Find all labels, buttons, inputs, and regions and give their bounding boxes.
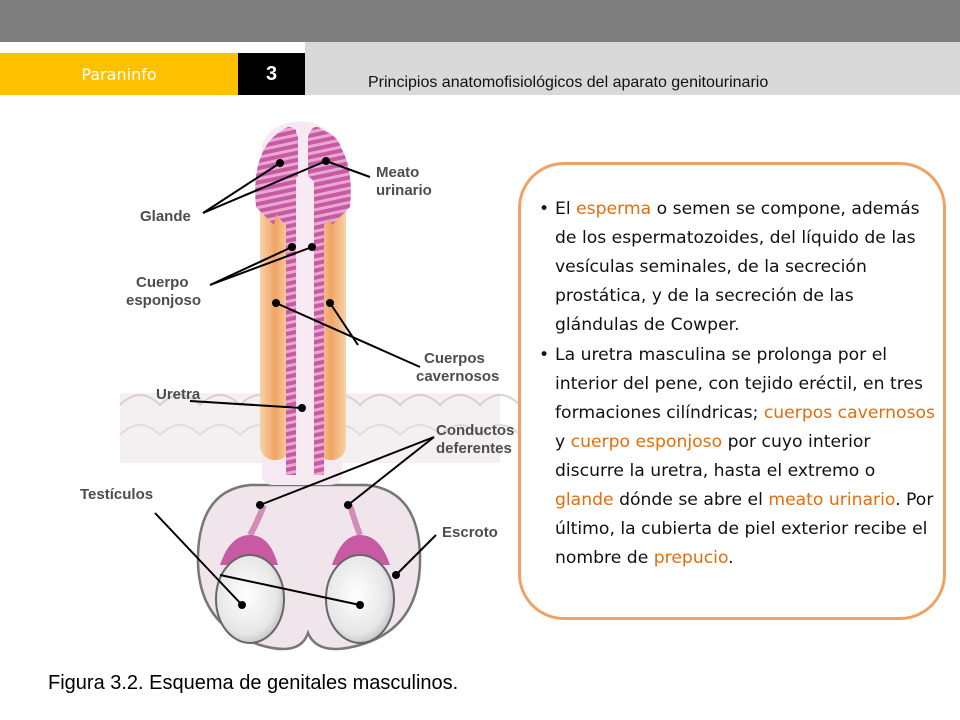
label-escroto: Escroto [442,524,498,541]
leader-lines [154,157,437,609]
slide-title: Principios anatomofisiológicos del apara… [368,74,769,91]
brand-badge: Paraninfo [0,53,238,95]
highlight-glande: glande [555,490,614,510]
highlight-esperma: esperma [576,199,652,219]
testis-right [325,554,395,644]
glans-right [306,126,351,225]
vas-deferens-left [247,503,267,537]
label-meato-line1: Meato [376,164,419,181]
text-run: El [555,199,577,219]
highlight-meato-urinario: meato urinario [768,490,896,510]
label-conductos-line2: deferentes [436,440,512,457]
label-esponjoso-line1: Cuerpo [136,274,189,291]
text-run: . [728,548,734,568]
text-run: o semen se compone, además de los esperm… [555,199,920,335]
anatomy-diagram: Meato urinario Glande Cuerpo esponjoso C… [80,121,521,651]
bullet-uretra: La uretra masculina se prolonga por el i… [521,341,943,573]
label-testiculos: Testículos [80,486,153,503]
label-uretra: Uretra [156,386,201,403]
corpus-spongiosum [272,129,296,475]
highlight-cuerpos-cavernosos: cuerpos cavernosos [763,403,935,423]
chapter-number: 3 [265,62,278,85]
figure-caption: Figura 3.2. Esquema de genitales masculi… [48,672,459,694]
text-run: . Por último, la cubierta de piel exteri… [555,490,934,568]
text-run: y [555,432,571,452]
testis-left [215,554,285,644]
label-glande: Glande [140,208,191,225]
highlight-cuerpo-esponjoso: cuerpo esponjoso [570,432,723,452]
label-meato-line2: urinario [376,182,432,199]
text-run: dónde se abre el [613,490,769,510]
label-conductos-line1: Conductos [436,422,514,439]
highlight-prepucio: prepucio [653,548,729,568]
header-title-bar [305,42,960,95]
label-esponjoso-line2: esponjoso [126,292,201,309]
bullet-esperma: El esperma o semen se compone, además de… [521,195,943,340]
corpus-cavernosum-left [260,195,290,460]
label-cavernosos-line1: Cuerpos [424,350,485,367]
vas-deferens-right [347,504,363,537]
text-run: La uretra masculina se prolonga por el i… [555,345,923,423]
corpus-spongiosum-right [314,129,340,475]
label-cavernosos-line2: cavernosos [416,368,499,385]
brand-text: Paraninfo [81,64,157,84]
text-run: por cuyo interior discurre la uretra, ha… [555,432,876,481]
chapter-badge: 3 [238,53,305,95]
header-top-strip [0,0,960,42]
description-textbox: El esperma o semen se compone, además de… [518,162,946,620]
glans-left [255,126,300,225]
urethra-channel [298,133,308,478]
